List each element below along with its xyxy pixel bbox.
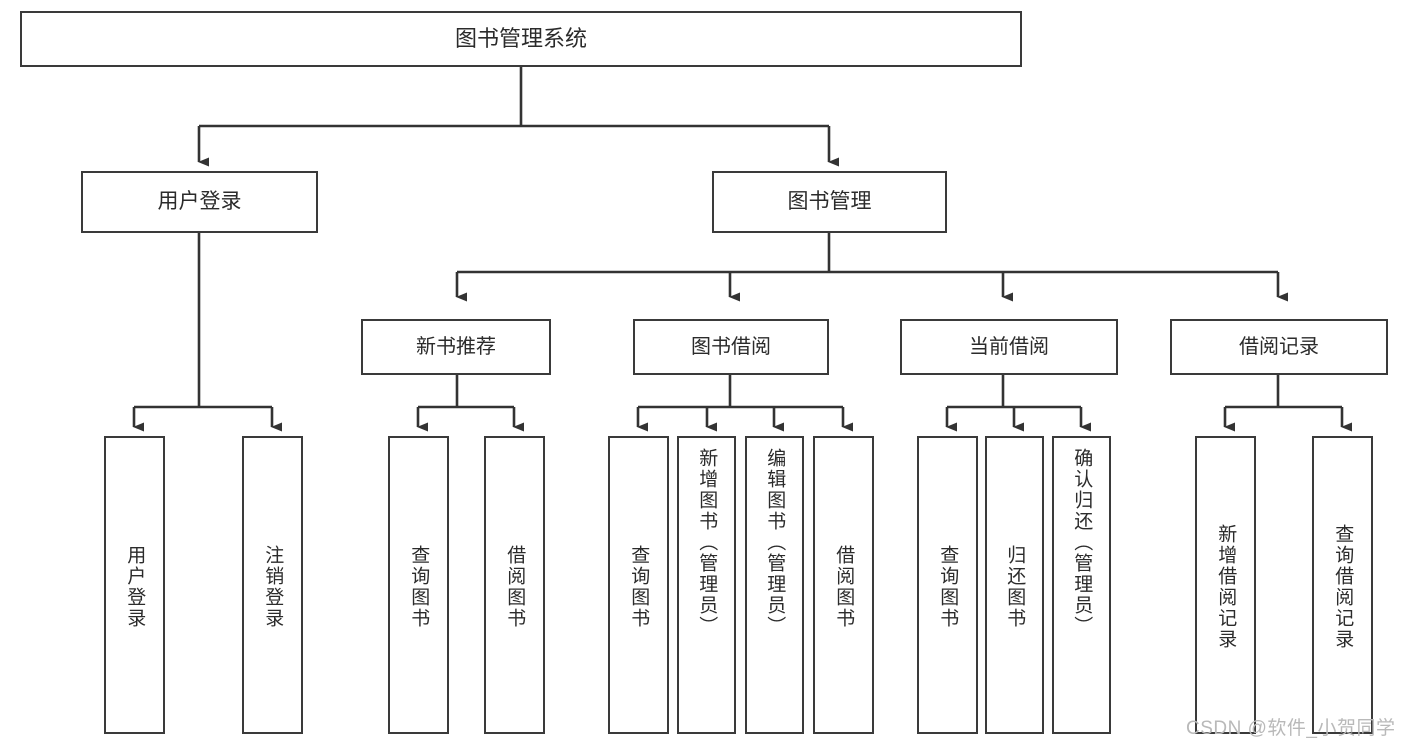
node-new-book-recommend-label: 新书推荐 — [416, 335, 496, 358]
node-leaf-logout-login-label: 注销登录 — [262, 545, 284, 629]
node-leaf-query-book-2-label: 查询图书 — [628, 545, 650, 629]
node-leaf-logout-login[interactable]: 注销登录 — [242, 436, 303, 734]
node-leaf-add-record[interactable]: 新增借阅记录 — [1195, 436, 1256, 734]
node-leaf-return-book-label: 归还图书 — [1004, 545, 1026, 629]
node-leaf-query-book-1[interactable]: 查询图书 — [388, 436, 449, 734]
node-leaf-return-book[interactable]: 归还图书 — [985, 436, 1044, 734]
node-current-borrow-label: 当前借阅 — [969, 335, 1049, 358]
node-leaf-confirm-return-label: 确认归还（管理员） — [1071, 448, 1093, 637]
node-leaf-edit-book[interactable]: 编辑图书（管理员） — [745, 436, 804, 734]
node-leaf-query-record-label: 查询借阅记录 — [1332, 524, 1354, 650]
node-leaf-edit-book-label: 编辑图书（管理员） — [764, 448, 786, 637]
node-new-book-recommend[interactable]: 新书推荐 — [361, 319, 551, 375]
node-leaf-add-book-label: 新增图书（管理员） — [696, 448, 718, 637]
node-leaf-add-book[interactable]: 新增图书（管理员） — [677, 436, 736, 734]
node-borrow-record-label: 借阅记录 — [1239, 335, 1319, 358]
node-root[interactable]: 图书管理系统 — [20, 11, 1022, 67]
node-leaf-borrow-book-2-label: 借阅图书 — [833, 545, 855, 629]
node-user-login-label: 用户登录 — [157, 189, 242, 213]
node-book-manage-label: 图书管理 — [787, 189, 872, 213]
node-leaf-query-record[interactable]: 查询借阅记录 — [1312, 436, 1373, 734]
node-current-borrow[interactable]: 当前借阅 — [900, 319, 1118, 375]
node-book-borrow[interactable]: 图书借阅 — [633, 319, 829, 375]
node-user-login[interactable]: 用户登录 — [81, 171, 318, 233]
node-book-manage[interactable]: 图书管理 — [712, 171, 947, 233]
csdn-watermark: CSDN @软件_小贺同学 — [1186, 718, 1396, 739]
node-leaf-user-login-label: 用户登录 — [124, 545, 146, 629]
node-borrow-record[interactable]: 借阅记录 — [1170, 319, 1388, 375]
node-leaf-borrow-book-1[interactable]: 借阅图书 — [484, 436, 545, 734]
node-leaf-query-book-3[interactable]: 查询图书 — [917, 436, 978, 734]
node-leaf-borrow-book-2[interactable]: 借阅图书 — [813, 436, 874, 734]
node-leaf-query-book-2[interactable]: 查询图书 — [608, 436, 669, 734]
node-root-label: 图书管理系统 — [454, 26, 587, 52]
node-leaf-query-book-1-label: 查询图书 — [408, 545, 430, 629]
node-book-borrow-label: 图书借阅 — [691, 335, 771, 358]
node-leaf-add-record-label: 新增借阅记录 — [1215, 524, 1237, 650]
node-leaf-confirm-return[interactable]: 确认归还（管理员） — [1052, 436, 1111, 734]
node-leaf-user-login[interactable]: 用户登录 — [104, 436, 165, 734]
node-leaf-borrow-book-1-label: 借阅图书 — [504, 545, 526, 629]
node-leaf-query-book-3-label: 查询图书 — [937, 545, 959, 629]
